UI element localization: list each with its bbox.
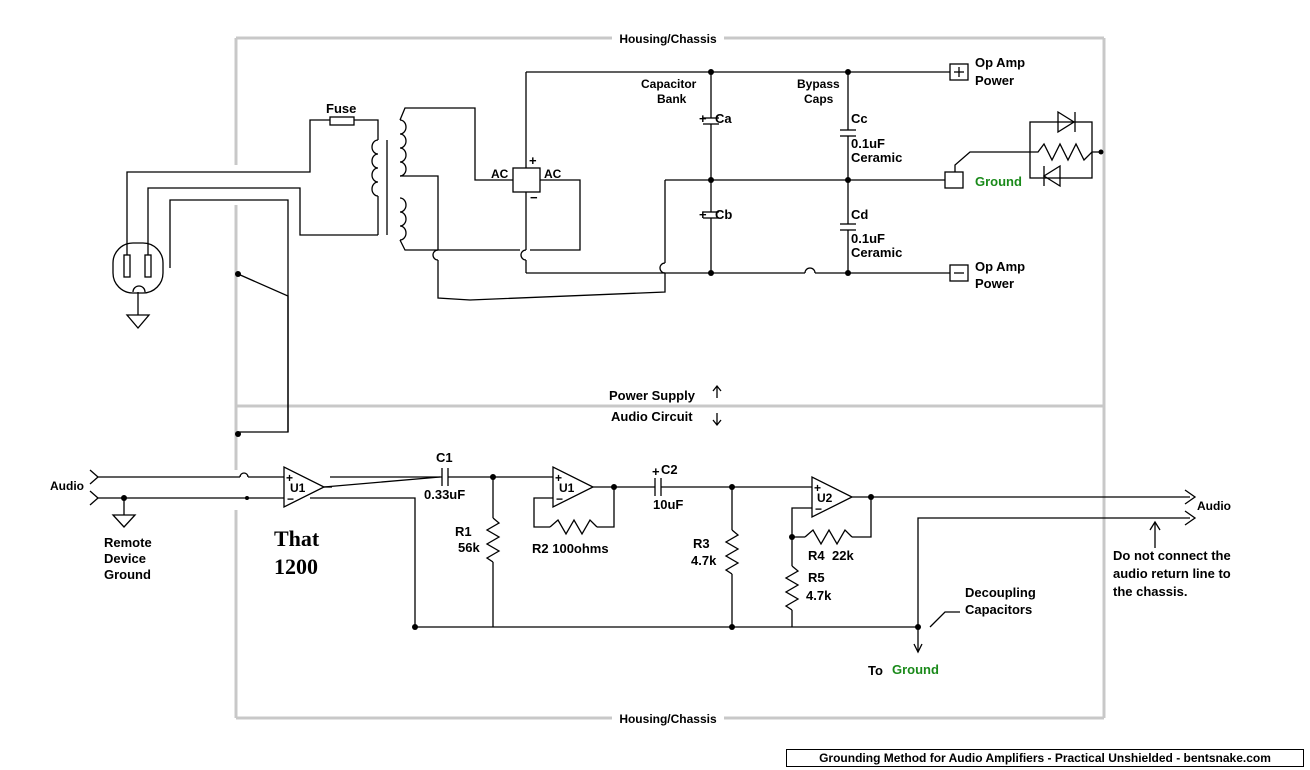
opamp-neg-label-2: Power <box>975 276 1014 291</box>
bypass-caps-label-1: Bypass <box>797 77 840 91</box>
r4-value: 22k <box>832 548 854 563</box>
cb-label: Cb <box>715 207 732 222</box>
r3-label: R3 <box>693 536 710 551</box>
r5-label: R5 <box>808 570 825 585</box>
svg-text:+: + <box>699 207 707 222</box>
chip-label-1: That <box>274 526 320 551</box>
opamp-pos-terminal <box>949 63 969 81</box>
audio-out-label: Audio <box>1197 499 1231 513</box>
caption: Grounding Method for Audio Amplifiers - … <box>786 749 1304 767</box>
fuse-label: Fuse <box>326 101 356 116</box>
to-ground-label: Ground <box>892 662 939 677</box>
to-ground-prefix: To <box>868 663 883 678</box>
r1-label: R1 <box>455 524 472 539</box>
cd-value-2: Ceramic <box>851 245 902 260</box>
schematic-labels: Housing/Chassis Housing/Chassis Fuse AC … <box>50 30 1231 726</box>
chip-label-2: 1200 <box>274 554 318 579</box>
u2-label: U2 <box>817 491 833 505</box>
ac-left-label: AC <box>491 167 509 181</box>
power-supply-wiring <box>112 63 1104 433</box>
r1-value: 56k <box>458 540 480 555</box>
cc-label: Cc <box>851 111 868 126</box>
svg-text:−: − <box>815 502 822 516</box>
opamp-neg-terminal <box>949 264 969 282</box>
cc-value-2: Ceramic <box>851 150 902 165</box>
cd-label: Cd <box>851 207 868 222</box>
note-line-2: audio return line to <box>1113 566 1231 581</box>
cd-value-1: 0.1uF <box>851 231 885 246</box>
chassis-outline <box>234 36 1106 720</box>
bridge-rectifier <box>512 167 541 193</box>
ca-label: Ca <box>715 111 732 126</box>
svg-text:+: + <box>699 111 707 126</box>
cc-value-1: 0.1uF <box>851 136 885 151</box>
opamp-pos-label-1: Op Amp <box>975 55 1025 70</box>
c1-value: 0.33uF <box>424 487 465 502</box>
note-line-1: Do not connect the <box>1113 548 1231 563</box>
decoupling-label-2: Capacitors <box>965 602 1032 617</box>
u1a-label: U1 <box>290 481 306 495</box>
audio-circuit-wiring <box>89 271 1197 654</box>
capacitor-bank-label-2: Bank <box>657 92 687 106</box>
r3-value: 4.7k <box>691 553 717 568</box>
svg-text:+: + <box>529 153 537 168</box>
bypass-caps-label-2: Caps <box>804 92 834 106</box>
ac-right-label: AC <box>544 167 562 181</box>
svg-text:−: − <box>530 190 538 205</box>
capacitor-bank-label-1: Capacitor <box>641 77 697 91</box>
power-supply-label: Power Supply <box>609 388 696 403</box>
r5-value: 4.7k <box>806 588 832 603</box>
housing-bottom-label: Housing/Chassis <box>619 712 717 726</box>
svg-text:+: + <box>652 464 660 479</box>
r4-label: R4 <box>808 548 825 563</box>
housing-top-label: Housing/Chassis <box>619 32 717 46</box>
c1-label: C1 <box>436 450 453 465</box>
audio-circuit-label: Audio Circuit <box>611 409 693 424</box>
svg-text:−: − <box>556 492 563 506</box>
remote-ground-label-1: Remote <box>104 535 152 550</box>
decoupling-label-1: Decoupling <box>965 585 1036 600</box>
opamp-pos-label-2: Power <box>975 73 1014 88</box>
svg-text:+: + <box>555 471 562 485</box>
ground-terminal <box>944 171 964 189</box>
remote-ground-label-3: Ground <box>104 567 151 582</box>
svg-text:+: + <box>286 471 293 485</box>
opamp-neg-label-1: Op Amp <box>975 259 1025 274</box>
svg-text:−: − <box>287 492 294 506</box>
fuse-symbol <box>329 116 355 126</box>
ground-top-label: Ground <box>975 174 1022 189</box>
c2-value: 10uF <box>653 497 683 512</box>
svg-text:+: + <box>814 481 821 495</box>
c2-label: C2 <box>661 462 678 477</box>
remote-ground-label-2: Device <box>104 551 146 566</box>
u1b-label: U1 <box>559 481 575 495</box>
note-line-3: the chassis. <box>1113 584 1187 599</box>
audio-in-label: Audio <box>50 479 84 493</box>
r2-label: R2 100ohms <box>532 541 609 556</box>
